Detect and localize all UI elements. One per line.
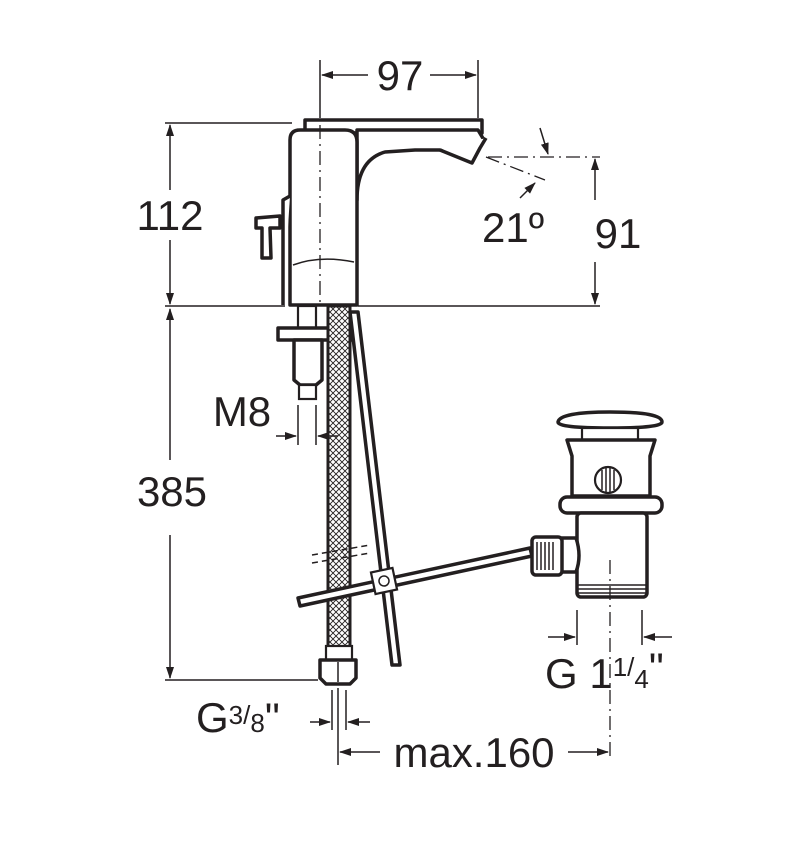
dim-angle-label: 21º <box>482 204 544 251</box>
dim-97-label: 97 <box>377 52 424 99</box>
dimension-max160: max.160 <box>337 688 609 776</box>
faucet-body <box>254 118 488 307</box>
supply-hose <box>318 304 358 686</box>
dimension-91: 91 <box>488 156 642 305</box>
dimension-waste-thread: G 11/4" <box>545 610 672 697</box>
dimension-112: 112 <box>137 122 600 307</box>
dim-112-label: 112 <box>137 192 204 239</box>
waste-thread-label: G 11/4" <box>545 644 664 697</box>
dim-m8-label: M8 <box>213 388 271 435</box>
dimension-97: 97 <box>319 52 479 118</box>
waste-valve <box>530 410 664 760</box>
supply-thread-label: G3/8" <box>196 694 280 741</box>
dim-91-label: 91 <box>595 210 642 257</box>
dimension-supply-thread: G3/8" <box>196 690 370 741</box>
mounting-stud <box>276 304 360 401</box>
dimension-angle: 21º <box>482 127 549 251</box>
dimension-385: 385 <box>137 308 318 681</box>
dim-385-label: 385 <box>137 468 207 515</box>
popup-rods <box>296 310 534 667</box>
max160-label: max.160 <box>393 729 554 776</box>
dimension-m8: M8 <box>213 388 338 445</box>
